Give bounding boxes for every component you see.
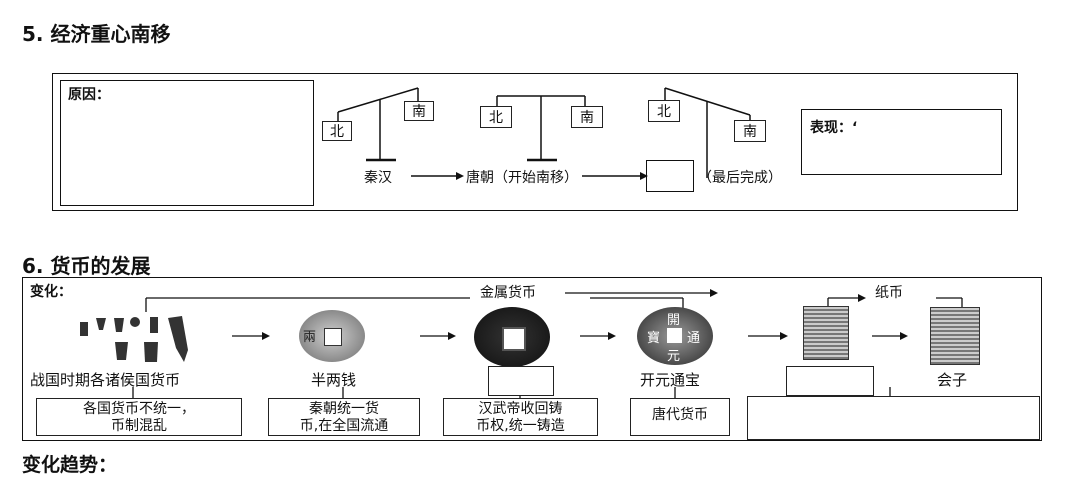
change-label: 变化：	[30, 284, 72, 300]
kaiyuan-coin-icon: 開 元 寶 通	[637, 307, 713, 365]
desc-tang-line1: 唐代货币	[652, 407, 708, 423]
coin-name-warring-states: 战国时期各诸侯国货币	[30, 371, 181, 389]
reason-label: 原因：	[68, 87, 110, 103]
metal-currency-label: 金属货币	[480, 285, 536, 301]
paper-currency-label: 纸币	[875, 285, 903, 301]
desc-warring-states-line2: 币制混乱	[111, 418, 167, 434]
coin-name-banliang: 半两钱	[311, 371, 357, 389]
warring-states-coins-icon	[80, 316, 188, 362]
desc-qin-line2: 币,在全国流通	[299, 418, 389, 434]
reason-answer-box[interactable]	[60, 80, 314, 206]
desc-qin: 秦朝统一货 币,在全国流通	[268, 398, 420, 436]
banliang-glyph: 兩	[303, 330, 317, 345]
section6-heading: 6. 货币的发展	[22, 254, 151, 278]
dynasty-answer-box[interactable]	[646, 160, 694, 192]
era-final: （最后完成）	[698, 170, 782, 186]
kaiyuan-glyph-top: 開	[667, 313, 681, 328]
desc-han: 汉武帝收回铸 币权,统一铸造	[443, 398, 598, 436]
coin-name-huizi: 会子	[937, 371, 968, 389]
performance-answer-box[interactable]	[801, 109, 1002, 175]
south-box-3: 南	[734, 120, 766, 142]
era-tang: 唐朝（开始南移）	[466, 170, 578, 186]
desc-han-line1: 汉武帝收回铸	[478, 401, 563, 417]
han-currency-answer-box[interactable]	[488, 366, 554, 396]
north-box-2: 北	[480, 106, 512, 128]
south-box-1: 南	[404, 101, 434, 121]
era-qinhan: 秦汉	[364, 170, 392, 186]
desc-han-line2: 币权,统一铸造	[476, 418, 565, 434]
paper-currency-answer-box[interactable]	[747, 396, 1040, 440]
south-box-2: 南	[571, 106, 603, 128]
north-box-3: 北	[648, 100, 680, 122]
desc-qin-line1: 秦朝统一货	[309, 401, 379, 417]
huizi-paper-note-icon	[930, 307, 980, 365]
jiaozi-paper-note-icon	[803, 306, 849, 360]
trend-label: 变化趋势：	[22, 454, 118, 476]
desc-warring-states-line1: 各国货币不统一，	[83, 401, 195, 417]
section6-frame	[22, 277, 1042, 441]
north-box-1: 北	[322, 121, 352, 141]
han-wuzhu-coin-icon	[474, 307, 550, 367]
song-currency-answer-box[interactable]	[786, 366, 874, 396]
section5-frame	[52, 73, 1018, 211]
banliang-coin-icon: 兩	[299, 310, 365, 362]
section5-heading: 5. 经济重心南移	[22, 22, 171, 46]
performance-label: 表现：‘	[810, 120, 858, 136]
desc-warring-states: 各国货币不统一， 币制混乱	[36, 398, 242, 436]
desc-tang: 唐代货币	[630, 398, 730, 436]
kaiyuan-glyph-right: 通	[687, 331, 701, 346]
coin-name-kaiyuan: 开元通宝	[640, 371, 701, 389]
kaiyuan-glyph-left: 寶	[647, 331, 661, 346]
kaiyuan-glyph-bottom: 元	[667, 349, 681, 364]
